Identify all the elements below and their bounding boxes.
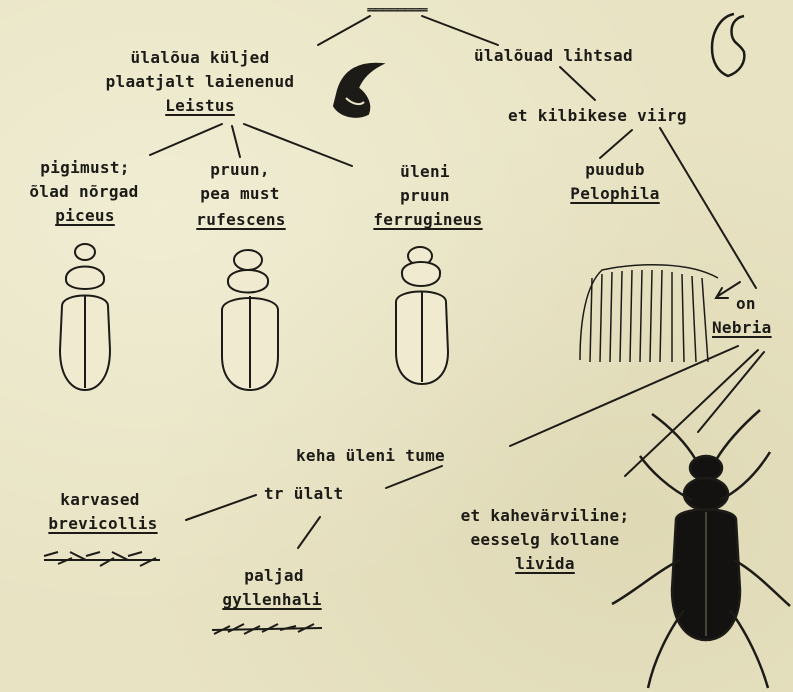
edge-scutellum-absent <box>600 130 632 158</box>
couplet-scutellum-ridge: et kilbikese viirg <box>508 106 687 126</box>
couplet-tr-above: tr ülalt <box>264 484 343 504</box>
species-rufescens: rufescens <box>176 210 306 230</box>
beetle-rufescens-icon <box>222 250 278 390</box>
couplet-mandible-simple: ülalõuad lihtsad <box>474 46 633 66</box>
label-bare: paljad <box>214 566 334 586</box>
beetle-piceus-icon <box>60 244 110 390</box>
edge-body-tr <box>386 466 442 488</box>
species-brevicollis: brevicollis <box>20 514 186 534</box>
couplet-body-dark: keha üleni tume <box>296 446 445 466</box>
beetle-ferrugineus-icon <box>396 247 448 384</box>
genus-nebria: Nebria <box>712 318 772 338</box>
genus-leistus: Leistus <box>150 96 250 116</box>
tarsus-bare-icon <box>212 624 322 634</box>
piceus-desc-line1: pigimust; <box>10 158 160 178</box>
mandible-wide-icon <box>334 64 382 117</box>
species-gyllenhali: gyllenhali <box>200 590 344 610</box>
edge-simple-scutellum <box>560 67 595 100</box>
edge-scutellum-present <box>660 128 756 288</box>
rufescens-desc-line2: pea must <box>180 184 300 204</box>
rufescens-desc-line1: pruun, <box>180 160 300 180</box>
edge-nebria-bicolor <box>625 350 758 476</box>
couplet-mandible-wide-line2: plaatjalt laienenud <box>62 72 338 92</box>
edge-root-leistus <box>318 16 370 45</box>
ferrugineus-desc-line1: üleni <box>370 162 480 182</box>
livida-desc-line2: eesselg kollane <box>430 530 660 550</box>
edge-tr-brevicollis <box>186 495 256 520</box>
livida-desc-line1: et kahevärviline; <box>430 506 660 526</box>
mandible-simple-icon <box>712 14 744 76</box>
genus-pelophila: Pelophila <box>554 184 676 204</box>
label-hairy: karvased <box>20 490 180 510</box>
ferrugineus-desc-line2: pruun <box>370 186 480 206</box>
species-ferrugineus: ferrugineus <box>348 210 508 230</box>
edge-tr-gyllenhali <box>298 517 320 548</box>
edge-nebria-beetle <box>698 352 764 432</box>
piceus-desc-line2: õlad nõrgad <box>4 182 164 202</box>
edge-nebria-body <box>510 346 738 446</box>
tarsus-hairy-icon <box>44 552 160 566</box>
edge-leistus-rufescens <box>232 126 240 157</box>
label-absent: puudub <box>570 160 660 180</box>
edge-leistus-piceus <box>150 124 222 155</box>
species-livida: livida <box>490 554 600 574</box>
edge-root-simple <box>422 16 498 45</box>
species-piceus: piceus <box>20 206 150 226</box>
root-header: ‗‗‗‗‗‗‗‗ <box>342 0 452 14</box>
labrum-drawing-icon <box>580 265 718 362</box>
couplet-mandible-wide-line1: ülalõua küljed <box>62 48 338 68</box>
label-present: on <box>736 294 756 314</box>
